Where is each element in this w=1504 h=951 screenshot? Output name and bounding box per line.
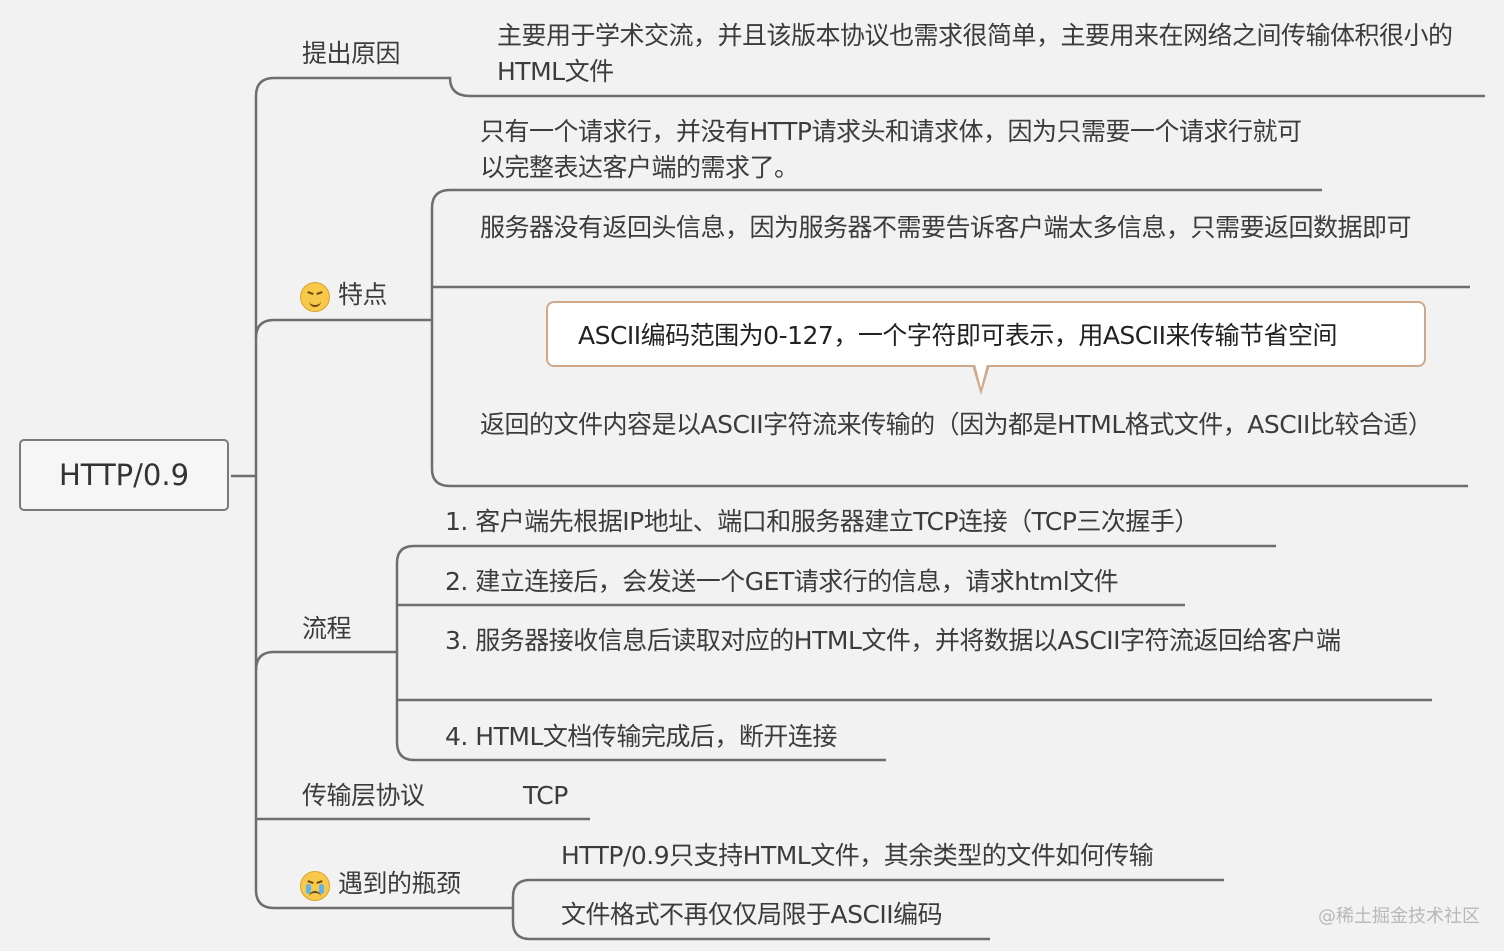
root-label: HTTP/0.9 (58, 458, 190, 492)
feature-item-request-line[interactable]: 只有一个请求行，并没有HTTP请求头和请求体，因为只需要一个请求行就可以完整表达… (480, 117, 1302, 182)
bottleneck-item-html-only[interactable]: HTTP/0.9只支持HTML文件，其余类型的文件如何传输 (561, 841, 1154, 870)
process-step-2[interactable]: 2. 建立连接后，会发送一个GET请求行的信息，请求html文件 (445, 567, 1119, 596)
bottleneck-item-ascii-only[interactable]: 文件格式不再仅仅局限于ASCII编码 (561, 900, 943, 929)
transport-value[interactable]: TCP (523, 781, 568, 810)
branch-bottleneck-label[interactable]: 遇到的瓶颈 (338, 869, 461, 898)
branch-features-label[interactable]: 特点 (338, 280, 388, 309)
process-step-3[interactable]: 3. 服务器接收信息后读取对应的HTML文件，并将数据以ASCII字符流返回给客… (445, 626, 1341, 655)
crying-face-icon (300, 871, 330, 901)
ascii-note-callout[interactable]: ASCII编码范围为0-127，一个字符即可表示，用ASCII来传输节省空间 (546, 301, 1426, 367)
branch-reason-label[interactable]: 提出原因 (302, 39, 401, 68)
grinning-face-icon (300, 282, 330, 312)
branch-transport-label[interactable]: 传输层协议 (302, 781, 425, 810)
process-step-4[interactable]: 4. HTML文档传输完成后，断开连接 (445, 722, 837, 751)
branch-process-label[interactable]: 流程 (302, 614, 352, 643)
callout-tail-fill (975, 364, 987, 388)
callout-text: ASCII编码范围为0-127，一个字符即可表示，用ASCII来传输节省空间 (578, 321, 1338, 350)
feature-item-no-header[interactable]: 服务器没有返回头信息，因为服务器不需要告诉客户端太多信息，只需要返回数据即可 (480, 213, 1412, 242)
watermark: @稀土掘金技术社区 (1318, 906, 1480, 927)
process-step-1[interactable]: 1. 客户端先根据IP地址、端口和服务器建立TCP连接（TCP三次握手） (445, 507, 1199, 536)
reason-detail[interactable]: 主要用于学术交流，并且该版本协议也需求很简单，主要用来在网络之间传输体积很小的H… (497, 21, 1453, 86)
root-node[interactable]: HTTP/0.9 (19, 439, 229, 511)
feature-item-ascii-stream[interactable]: 返回的文件内容是以ASCII字符流来传输的（因为都是HTML格式文件，ASCII… (480, 410, 1433, 439)
